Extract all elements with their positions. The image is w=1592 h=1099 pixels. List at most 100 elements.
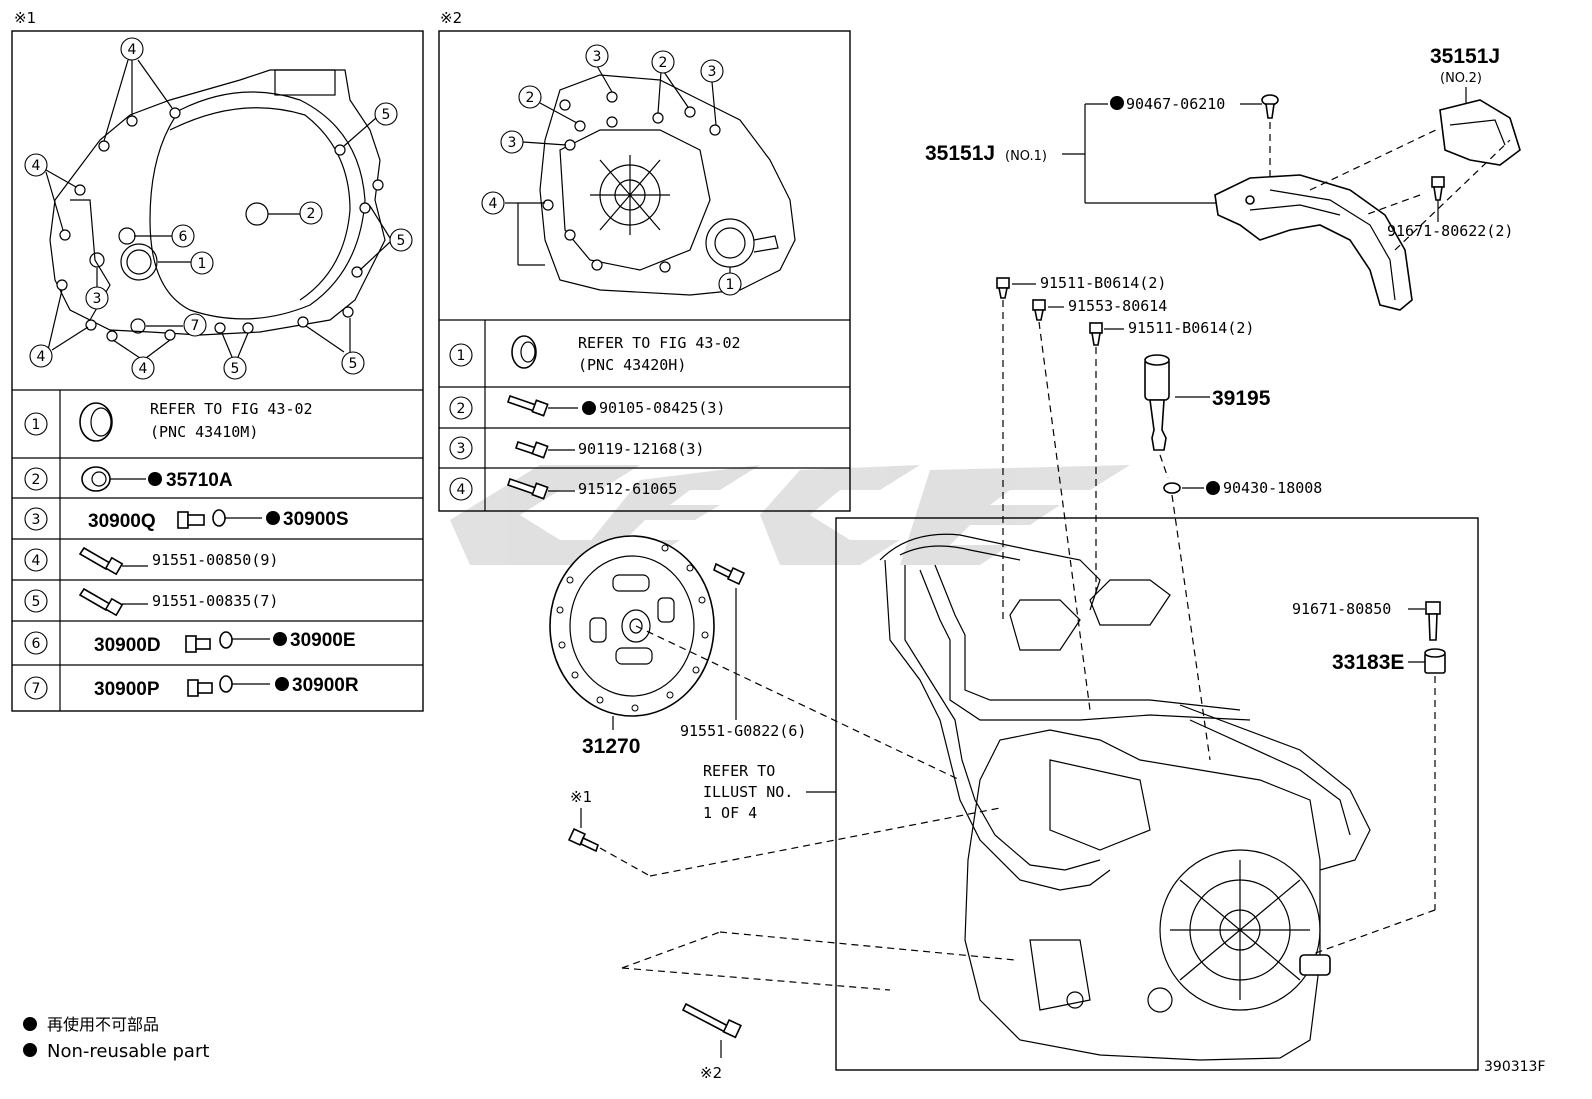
label-39195: 39195 [1212, 387, 1271, 410]
bracket-no1 [1214, 174, 1413, 311]
callout-6: 6 [179, 229, 188, 245]
callout-2: 2 [659, 55, 668, 71]
clip-screw [1261, 94, 1279, 119]
legend-jp: 再使用不可部品 [47, 1015, 159, 1034]
label-91511-B0614-a: 91511-B0614(2) [1040, 274, 1166, 292]
row1-number: 1 [457, 348, 466, 364]
row3-number: 3 [457, 441, 466, 457]
row4-number: 4 [457, 482, 466, 498]
callout-3: 3 [708, 64, 717, 80]
bolt-ref-1 [567, 827, 599, 853]
row6-partB: 30900E [290, 630, 356, 651]
transmission-case-drawing-1: 4 4 4 4 5 5 5 5 1 2 6 3 7 [24, 37, 413, 380]
row6-number: 6 [32, 636, 41, 652]
callout-7: 7 [191, 318, 200, 334]
oil-seal-icon [511, 335, 537, 369]
callout-4: 4 [489, 196, 498, 212]
label-90430-18008: 90430-18008 [1223, 479, 1322, 497]
label-33183E: 33183E [1332, 651, 1404, 674]
gasket-90430 [1163, 482, 1181, 494]
non-reusable-dot [275, 677, 289, 691]
bolt-icon [78, 587, 148, 617]
transaxle-assembly-drawing [879, 533, 1371, 1061]
callout-4: 4 [32, 158, 41, 174]
label-35151J-no1-sub: (NO.1) [1005, 149, 1047, 164]
label-91671-80622: 91671-80622(2) [1387, 222, 1513, 240]
row4-number: 4 [32, 553, 41, 569]
box2-frame [438, 30, 851, 512]
t2-row1-text2: (PNC 43420H) [578, 356, 686, 374]
bolt-icon [78, 546, 148, 576]
callout-3: 3 [93, 291, 102, 307]
non-reusable-dot [1206, 481, 1220, 495]
row7-partB: 30900R [292, 675, 359, 696]
plug-icon [177, 509, 262, 529]
non-reusable-dot [273, 632, 287, 646]
t2-row1-text1: REFER TO FIG 43-02 [578, 334, 741, 352]
refer-line1: REFER TO [703, 762, 775, 780]
t2-row3-part: 90119-12168(3) [578, 440, 704, 458]
callout-4: 4 [37, 349, 46, 365]
bolt-91671-80850 [1425, 601, 1441, 641]
callout-2: 2 [307, 206, 316, 222]
sensor-39195 [1144, 354, 1170, 451]
label-90467-06210: 90467-06210 [1126, 95, 1225, 113]
row3-number: 3 [32, 512, 41, 528]
row2-part: 35710A [166, 470, 233, 491]
row3-partA: 30900Q [88, 511, 156, 532]
non-reusable-dot [582, 401, 596, 415]
row2-number: 2 [457, 401, 466, 417]
callout-4: 4 [128, 42, 137, 58]
bolt-91671-80622 [1431, 176, 1445, 201]
callout-5: 5 [382, 107, 391, 123]
legend-dot [23, 1017, 37, 1031]
bolt-91511-a [996, 277, 1010, 299]
label-91551-G0822: 91551-G0822(6) [680, 722, 806, 740]
non-reusable-dot [148, 472, 162, 486]
callout-4: 4 [139, 361, 148, 377]
refer-line2: ILLUST NO. [703, 783, 793, 801]
collar-33183E [1424, 648, 1446, 674]
refer-line3: 1 OF 4 [703, 804, 757, 822]
callout-5: 5 [231, 361, 240, 377]
box2-mark: ※2 [440, 9, 462, 27]
row3-partB: 30900S [283, 509, 349, 530]
box1-frame [11, 30, 424, 712]
callout-3: 3 [593, 49, 602, 65]
row1-text1: REFER TO FIG 43-02 [150, 400, 313, 418]
label-91511-B0614-b: 91511-B0614(2) [1128, 319, 1254, 337]
t2-row2-part: 90105-08425(3) [599, 399, 725, 417]
row7-number: 7 [32, 681, 41, 697]
bearing-icon [81, 466, 146, 492]
oil-seal-icon [79, 402, 113, 442]
bolt-ref-2 [681, 1002, 742, 1039]
legend-dot [23, 1043, 37, 1057]
label-35151J-no2: 35151J [1430, 45, 1500, 68]
row6-partA: 30900D [94, 635, 161, 656]
callout-1: 1 [198, 256, 207, 272]
bolt-icon [506, 394, 578, 417]
row4-part: 91551-00850(9) [152, 551, 278, 569]
non-reusable-dot [1110, 96, 1124, 110]
callout-2: 2 [526, 90, 535, 106]
bolt2-mark: ※2 [700, 1064, 722, 1082]
figure-id: 390313F [1484, 1059, 1546, 1075]
label-35151J-no2-sub: (NO.2) [1440, 71, 1482, 86]
legend-en: Non-reusable part [47, 1041, 209, 1062]
row5-number: 5 [32, 594, 41, 610]
label-31270: 31270 [582, 735, 640, 758]
bracket-no2 [1439, 99, 1521, 166]
transmission-case-drawing-2: 3 2 3 2 3 4 1 [481, 44, 796, 296]
callout-1: 1 [726, 277, 735, 293]
bolt-91553 [1032, 299, 1046, 321]
bolt-91511-b [1089, 322, 1103, 346]
transaxle-frame [835, 517, 1479, 1071]
label-91553-80614: 91553-80614 [1068, 297, 1167, 315]
row1-text2: (PNC 43410M) [150, 423, 258, 441]
bolt-icon [506, 477, 575, 500]
callout-3: 3 [508, 135, 517, 151]
box1-mark: ※1 [14, 9, 36, 27]
bolt1-mark: ※1 [570, 788, 592, 806]
bolt-91551-G0822 [713, 562, 746, 586]
